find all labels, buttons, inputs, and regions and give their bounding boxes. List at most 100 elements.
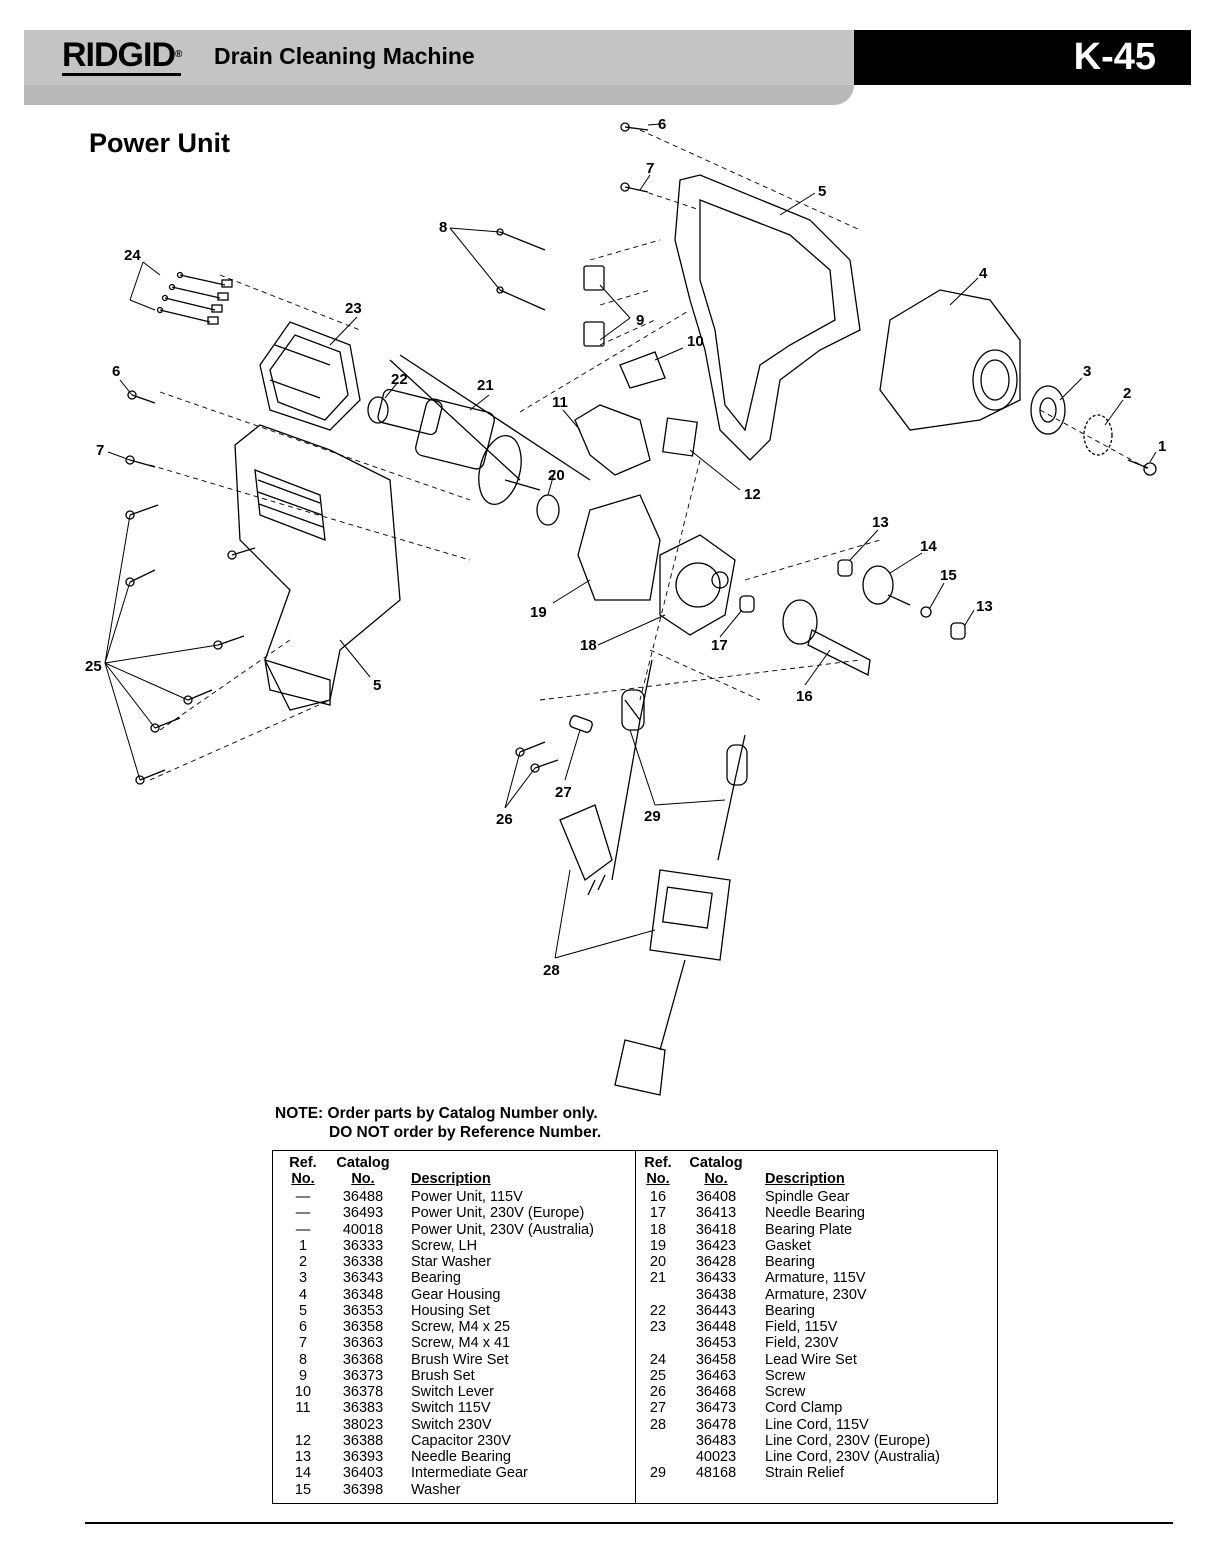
cell-cat: 38023 xyxy=(342,1416,384,1433)
cell-ref: 15 xyxy=(294,1481,312,1498)
cell-ref: 3 xyxy=(298,1270,308,1287)
cell-ref: 28 xyxy=(649,1416,667,1433)
switch-parts xyxy=(574,351,698,476)
cell-ref: — xyxy=(295,1189,311,1205)
cell-cat: 36413 xyxy=(695,1205,737,1222)
cell-cat: 36408 xyxy=(695,1189,737,1205)
cell-cat: 36333 xyxy=(342,1237,384,1254)
callout-18: 18 xyxy=(580,637,597,654)
gasket-part xyxy=(577,494,661,601)
callout-7b: 7 xyxy=(96,442,104,459)
cell-desc: Bearing xyxy=(765,1302,815,1319)
cell-cat: 36473 xyxy=(695,1400,737,1417)
cell-desc: Screw, M4 x 41 xyxy=(411,1335,511,1352)
cell-ref: 7 xyxy=(298,1335,308,1352)
cell-desc: Star Washer xyxy=(411,1254,492,1270)
screw-6-7-parts xyxy=(125,122,649,468)
cell-ref: 9 xyxy=(298,1367,308,1384)
armature-part xyxy=(377,354,591,505)
bearing-20-part xyxy=(536,494,560,526)
cell-cat: 36468 xyxy=(695,1384,737,1400)
field-part xyxy=(259,321,361,431)
cell-desc: Intermediate Gear xyxy=(411,1465,528,1482)
cell-ref: 24 xyxy=(649,1351,667,1368)
order-note: NOTE: Order parts by Catalog Number only… xyxy=(275,1104,601,1142)
cell-desc: Bearing xyxy=(765,1254,815,1270)
callout-22: 22 xyxy=(391,371,408,388)
cell-ref: 4 xyxy=(298,1286,308,1303)
cell-desc: Field, 115V xyxy=(765,1319,838,1335)
cell-cat: 40023 xyxy=(695,1449,737,1465)
table-divider xyxy=(635,1151,636,1503)
cell-cat: 36458 xyxy=(695,1351,737,1368)
callout-14: 14 xyxy=(920,538,937,555)
gear-housing-part xyxy=(879,289,1021,431)
cell-cat: 36363 xyxy=(342,1335,384,1352)
brand-logo: RIDGID® xyxy=(62,36,182,76)
cell-cat: 36388 xyxy=(342,1432,384,1449)
housing-right-part xyxy=(674,174,861,461)
cell-desc: Power Unit, 115V xyxy=(411,1189,523,1205)
callout-19: 19 xyxy=(530,604,547,621)
cell-ref: 19 xyxy=(649,1237,667,1254)
callout-25: 25 xyxy=(85,658,102,675)
note-line-2: DO NOT order by Reference Number. xyxy=(329,1124,602,1141)
screw-26-parts xyxy=(515,741,559,773)
cell-desc: Armature, 230V xyxy=(765,1286,867,1303)
bearing-plate-part xyxy=(659,534,736,636)
cell-desc: Capacitor 230V xyxy=(411,1432,511,1449)
callout-23: 23 xyxy=(345,300,362,317)
cell-ref: 27 xyxy=(649,1400,667,1417)
bearing-3-part xyxy=(1030,385,1066,435)
cell-ref: — xyxy=(295,1221,311,1238)
cell-desc: Housing Set xyxy=(411,1302,490,1319)
table-row: 7 36363 Screw, M4 x 41 xyxy=(273,1335,633,1351)
callout-5a: 5 xyxy=(818,183,826,200)
exploded-diagram: 1 2 3 4 5 5 6 6 7 7 8 9 10 11 12 13 13 1… xyxy=(85,116,1166,1096)
cell-desc: Switch 115V xyxy=(411,1400,491,1417)
callout-28: 28 xyxy=(543,962,560,979)
cell-cat: 36353 xyxy=(342,1302,384,1319)
intermediate-gear-part xyxy=(862,565,911,606)
bottom-rule xyxy=(85,1522,1173,1524)
cell-desc: Line Cord, 115V xyxy=(765,1416,869,1433)
cell-ref: 13 xyxy=(294,1449,312,1465)
cell-desc: Spindle Gear xyxy=(765,1189,850,1205)
cell-ref: 18 xyxy=(649,1221,667,1238)
cell-cat: 36378 xyxy=(342,1384,384,1400)
lead-wire-set-part xyxy=(156,271,233,325)
cell-cat: 40018 xyxy=(342,1221,384,1238)
cell-ref: 1 xyxy=(298,1237,308,1254)
callout-3: 3 xyxy=(1083,363,1091,380)
table-header: Ref. No. Catalog No. Description xyxy=(289,1155,491,1187)
callout-9: 9 xyxy=(636,312,644,329)
cell-cat: 36453 xyxy=(695,1335,737,1352)
callout-4: 4 xyxy=(979,265,988,282)
header-gray-strip xyxy=(24,85,854,105)
callout-5b: 5 xyxy=(373,677,381,694)
cell-desc: Screw xyxy=(765,1384,806,1400)
table-header-right: Ref. No. Catalog No. Description xyxy=(644,1155,845,1187)
cell-ref: 29 xyxy=(649,1465,667,1482)
brush-parts xyxy=(496,228,605,347)
cell-cat: 36403 xyxy=(342,1465,384,1482)
